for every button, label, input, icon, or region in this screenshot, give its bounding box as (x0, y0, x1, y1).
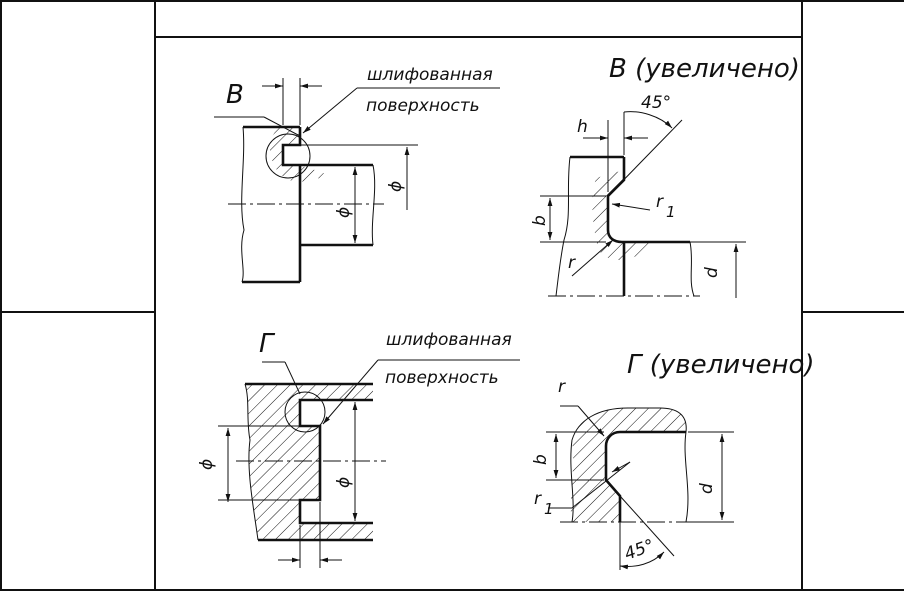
view-v-phi-inner: ϕ (334, 207, 354, 218)
view-v-enlarged-dim-h: h (577, 117, 588, 137)
view-g-title: Г (259, 329, 276, 359)
view-g-enlarged-title: Г (увеличено) (627, 350, 815, 380)
view-v-phi-outer: ϕ (386, 181, 406, 192)
view-v-enlarged-angle: 45° (641, 93, 671, 113)
view-v-enlarged-drawing (540, 111, 746, 298)
view-v-enlarged-radius-r1-sub: 1 (666, 203, 676, 221)
view-v-enlarged-dim-b: b (530, 215, 550, 226)
view-v-enlarged-dim-d: d (702, 267, 722, 278)
view-v-title: В (226, 80, 244, 110)
view-v-enlarged-title: В (увеличено) (609, 54, 800, 84)
view-v-callout-line2: поверхность (366, 96, 480, 116)
view-g-drawing (218, 359, 520, 568)
view-g-callout-line1: шлифованная (386, 330, 512, 350)
view-g-phi-outer: ϕ (197, 459, 217, 470)
view-g-enlarged-radius-r: r (558, 377, 566, 397)
view-g-enlarged-dim-d: d (697, 483, 717, 494)
view-g-enlarged-radius-r1: r (534, 489, 542, 509)
view-v-enlarged-radius-r1: r (656, 192, 664, 212)
view-g-callout-line2: поверхность (385, 368, 499, 388)
view-v-callout-line1: шлифованная (367, 65, 493, 85)
view-g-phi-inner: ϕ (334, 477, 354, 488)
view-g-enlarged-radius-r1-sub: 1 (544, 500, 554, 518)
view-g-enlarged-drawing (546, 405, 734, 570)
view-v-drawing (214, 78, 500, 284)
view-g-enlarged-dim-b: b (531, 454, 551, 465)
view-g-enlarged-angle: 45° (622, 536, 657, 565)
view-v-enlarged-radius-r: r (568, 253, 576, 273)
